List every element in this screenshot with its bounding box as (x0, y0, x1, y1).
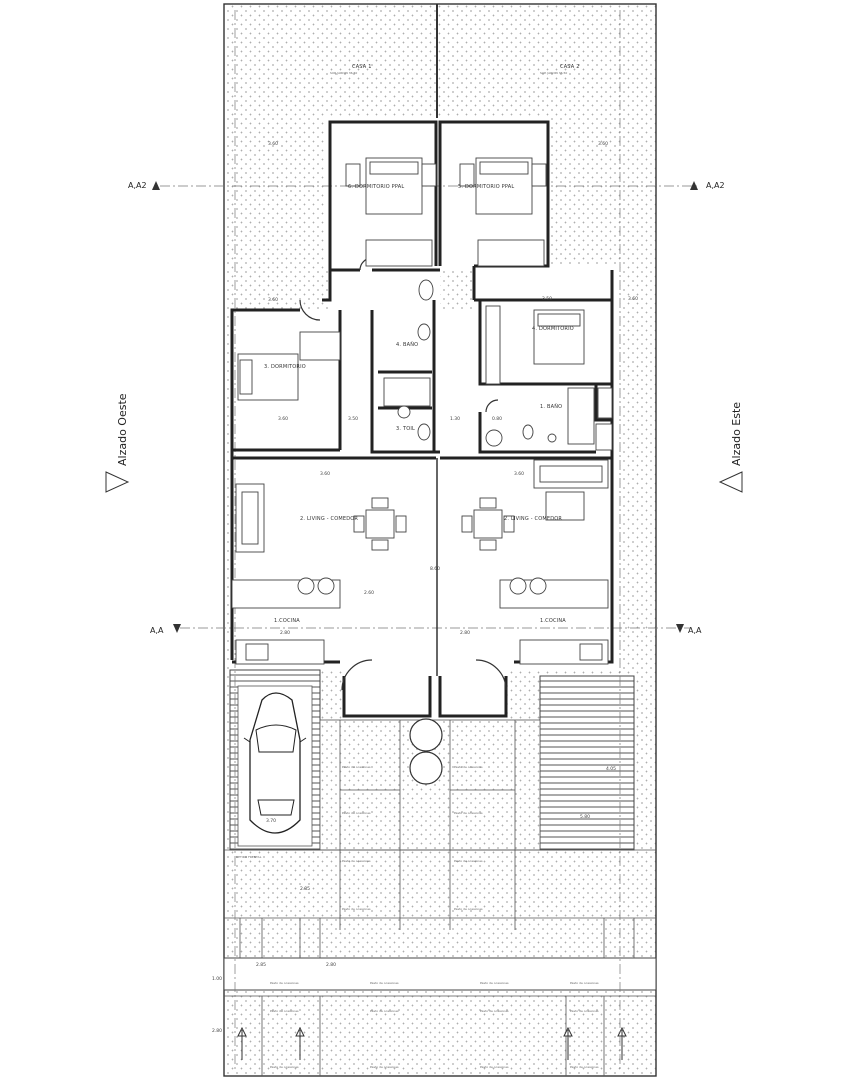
planter-circles (409, 718, 443, 785)
dimension-label: 5.80 (580, 814, 590, 820)
paver-label: Pasto de ocasiones (570, 981, 599, 985)
section-label-aa2-right: A,A2 (706, 181, 725, 190)
room-label-toilet-left: 3. TOIL (396, 426, 415, 432)
section-marker-icon (152, 181, 698, 633)
dimension-label: 3.60 (268, 297, 278, 303)
dimension-label: 1.30 (450, 416, 460, 422)
dimension-label: 2.80 (460, 630, 470, 636)
dimension-label: 3.60 (320, 471, 330, 477)
paver-label: Pasto de ocasiones (454, 907, 483, 911)
elevation-east: Alzado Este (718, 402, 743, 493)
paver-label: Pasto de ocasiones (570, 1065, 599, 1069)
dimension-label: 2.80 (326, 962, 336, 968)
toilet-icon (417, 279, 534, 441)
dimension-label: 3.60 (514, 471, 524, 477)
paver-label: Pasto de ocasiones (342, 859, 371, 863)
paver-label: Pasto de ocasiones (480, 1065, 509, 1069)
paver-label: Pasto de ocasiones (480, 981, 509, 985)
setback-label: RETIRO FRENTAL (236, 855, 262, 859)
dining-table-icon (353, 497, 515, 551)
paver-label: Pasto de ocasiones (342, 907, 371, 911)
sofa-icon (235, 459, 609, 553)
kitchen-counter (231, 577, 609, 665)
dimension-label: 3.50 (542, 296, 552, 302)
room-label-master-right: 5. DORMITORIO PPAL (458, 184, 514, 190)
dimension-label: 0.80 (492, 416, 502, 422)
patio-right-label: CASA 2 (560, 64, 580, 70)
room-label-bed-left: 3. DORMITORIO (264, 364, 306, 370)
paver-label: Pasto de ocasiones (342, 811, 371, 815)
section-label-aa-left: A,A (150, 626, 164, 635)
paver-label: Pasto de ocasiones (480, 1009, 509, 1013)
room-label-bath-left: 4. BAÑO (396, 341, 418, 348)
dimension-label: 2.60 (364, 590, 374, 596)
paver-label: Pasto de ocasiones (270, 1009, 299, 1013)
dimension-label: 8.60 (430, 566, 440, 572)
paver-label: Pasto de ocasiones (570, 1009, 599, 1013)
room-label-bath-right: 1. BAÑO (540, 403, 562, 410)
dimension-label: 3.60 (598, 141, 608, 147)
room-label-kitchen-left: 1.COCINA (274, 618, 300, 624)
dimension-label: 3.60 (268, 141, 278, 147)
dimension-label: 4.05 (606, 766, 616, 772)
dimension-label: 2.85 (300, 886, 310, 892)
dimension-label: 3.60 (628, 296, 638, 302)
dimension-label: 3.50 (348, 416, 358, 422)
dimension-label: 3.70 (266, 818, 276, 824)
section-label-aa2-left: A,A2 (128, 181, 147, 190)
paver-label: Pasto de ocasiones (270, 1065, 299, 1069)
dimension-label: 2.80 (212, 1028, 222, 1034)
car-icon (243, 692, 307, 834)
paver-label: Pasto de ocasiones (370, 1065, 399, 1069)
bed-icon (237, 157, 585, 401)
paver-label: Pasto de ocasiones (370, 1009, 399, 1013)
room-label-bed-right: 4. DORMITORIO (532, 326, 574, 332)
paver-label: Pasto de ocasiones (370, 981, 399, 985)
elevation-west: Alzado Oeste (105, 393, 130, 493)
doors (299, 257, 507, 691)
patio-left-label: CASA 1 (352, 64, 372, 70)
room-label-living-left: 2. LIVING - COMEDOR (300, 516, 358, 522)
patio-left-sub: SUP. JARDIN 36,50 (330, 71, 357, 75)
patio-right-sub: SUP. JARDIN 36,50 (540, 71, 567, 75)
paver-label: Pasto de ocasiones (454, 811, 483, 815)
dimension-label: 1.00 (212, 976, 222, 982)
paver-label: Pasto de ocasiones (454, 859, 483, 863)
dimension-label: 3.60 (278, 416, 288, 422)
paver-label: Pasto de ocasiones (270, 981, 299, 985)
paver-label: Pasto de ocasiones (342, 765, 371, 769)
room-label-kitchen-right: 1.COCINA (540, 618, 566, 624)
elevation-east-label: Alzado Este (730, 402, 743, 466)
dimension-label: 2.80 (280, 630, 290, 636)
section-label-aa-right: A,A (688, 626, 702, 635)
room-label-master-left: 6. DORMITORIO PPAL (348, 184, 404, 190)
paver-label: Pasto de ocasiones (454, 765, 483, 769)
dimension-label: 2.85 (256, 962, 266, 968)
room-label-living-right: 2. LIVING - COMEDOR (504, 516, 562, 522)
elevation-west-label: Alzado Oeste (116, 393, 129, 466)
